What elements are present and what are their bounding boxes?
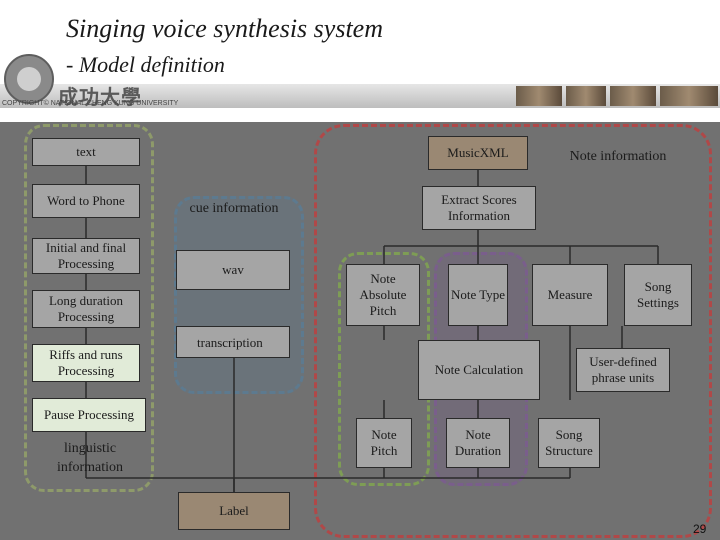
campus-photo-3 [610, 86, 656, 106]
song-settings-box: Song Settings [624, 264, 692, 326]
wav-box: wav [176, 250, 290, 290]
song-structure-box: Song Structure [538, 418, 600, 468]
pause-box: Pause Processing [32, 398, 146, 432]
linguistic-group [24, 124, 154, 492]
note-type-box: Note Type [448, 264, 508, 326]
measure-box: Measure [532, 264, 608, 326]
word-to-phone-box: Word to Phone [32, 184, 140, 218]
initial-final-box: Initial and final Processing [32, 238, 140, 274]
transcription-box: transcription [176, 326, 290, 358]
cue-group [174, 196, 304, 394]
note-duration-box: Note Duration [446, 418, 510, 468]
note-calculation-box: Note Calculation [418, 340, 540, 400]
extract-scores-box: Extract Scores Information [422, 186, 536, 230]
cue-information-label: cue information [189, 201, 279, 216]
campus-photo-1 [516, 86, 562, 106]
label-box: Label [178, 492, 290, 530]
copyright-text: COPYRIGHT© NATIONAL CHENG KUNG UNIVERSIT… [2, 100, 179, 107]
university-logo: 成功大學 [58, 85, 142, 109]
note-pitch-box: Note Pitch [356, 418, 412, 468]
university-seal-icon [4, 54, 54, 104]
riffs-runs-box: Riffs and runs Processing [32, 344, 140, 382]
score-group [314, 124, 712, 538]
page-number: 29 [693, 522, 707, 536]
text-box: text [32, 138, 140, 166]
long-duration-box: Long duration Processing [32, 290, 140, 328]
note-absolute-pitch-box: Note Absolute Pitch [346, 264, 420, 326]
slide-subtitle: - Model definition [66, 52, 225, 77]
slide-title: Singing voice synthesis system [66, 14, 383, 43]
campus-photo-2 [566, 86, 606, 106]
user-defined-phrase-box: User-defined phrase units [576, 348, 670, 392]
musicxml-box: MusicXML [428, 136, 528, 170]
campus-photo-4 [660, 86, 718, 106]
note-information-label: Note information [569, 149, 667, 164]
linguistic-information-label: linguistic information [56, 441, 124, 475]
